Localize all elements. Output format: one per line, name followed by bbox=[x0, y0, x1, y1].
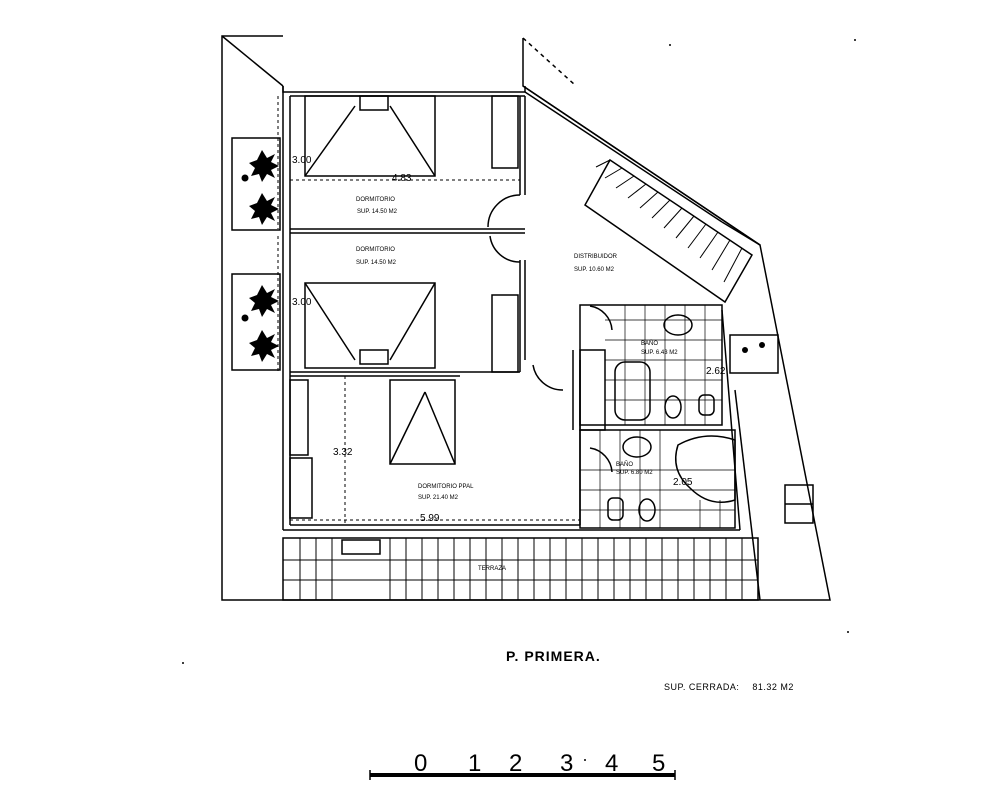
bathtub-1 bbox=[614, 361, 651, 421]
master-bed-fold bbox=[424, 391, 456, 465]
master-bed-fold bbox=[389, 391, 426, 465]
planter-2 bbox=[231, 273, 281, 371]
bed-2 bbox=[304, 282, 436, 369]
wardrobe-3 bbox=[289, 379, 309, 456]
door-bath2 bbox=[589, 447, 613, 473]
room-area: SUP. 6.43 M2 bbox=[641, 350, 678, 356]
scale-tick-label: 0 bbox=[414, 750, 428, 777]
wardrobe-1 bbox=[491, 95, 519, 169]
dimension-label: 3.32 bbox=[333, 447, 353, 458]
shower-1 bbox=[579, 349, 606, 431]
staircase bbox=[584, 158, 753, 304]
master-bed bbox=[389, 379, 456, 465]
bed-1-pillow bbox=[359, 95, 389, 111]
dimension-label: 3.00 bbox=[292, 297, 312, 308]
scan-specks bbox=[182, 39, 856, 761]
planter-1 bbox=[231, 137, 281, 231]
room-area: SUP. 21.40 M2 bbox=[418, 495, 459, 501]
room-name: BAÑO bbox=[616, 461, 633, 468]
scale-tick-label: 4 bbox=[605, 750, 619, 777]
door-bed1 bbox=[487, 194, 521, 228]
room-area: SUP. 10.60 M2 bbox=[574, 267, 615, 273]
bidet-1 bbox=[698, 394, 715, 416]
room-name: DORMITORIO bbox=[356, 247, 395, 253]
dashed-diagonal bbox=[522, 37, 576, 86]
bed-1 bbox=[304, 95, 436, 177]
area-summary-label: SUP. CERRADA: bbox=[664, 682, 740, 692]
wall-east-inner bbox=[721, 221, 761, 246]
toilet-1 bbox=[664, 395, 682, 419]
room-area: SUP. 6.80 M2 bbox=[616, 470, 653, 476]
bed-1-fold bbox=[304, 105, 356, 177]
room-area: SUP. 14.50 M2 bbox=[357, 209, 398, 215]
area-summary: SUP. CERRADA: 81.32 M2 bbox=[664, 682, 804, 692]
wall-east-b bbox=[734, 389, 761, 601]
room-name: DORMITORIO bbox=[356, 197, 395, 203]
room-area: SUP. 14.50 M2 bbox=[356, 260, 397, 266]
desk bbox=[289, 457, 313, 519]
bed-2-pillow bbox=[359, 349, 389, 365]
area-summary-value: 81.32 M2 bbox=[752, 682, 794, 692]
scale-tick-label: 3 bbox=[560, 750, 574, 777]
scale-tick-label: 5 bbox=[652, 750, 666, 777]
room-name: TERRAZA bbox=[478, 566, 506, 572]
wardrobe-2 bbox=[491, 294, 519, 373]
bath-tiles bbox=[580, 305, 735, 528]
dimension-label: 4.83 bbox=[392, 173, 412, 184]
room-name: DORMITORIO PPAL bbox=[418, 484, 474, 490]
bed-1-fold bbox=[389, 105, 436, 177]
dimension-lines bbox=[277, 96, 580, 525]
basin-2 bbox=[622, 436, 652, 458]
terrace bbox=[282, 537, 759, 601]
dimension-label: 2.62 bbox=[706, 366, 726, 377]
bed-2-fold bbox=[389, 282, 436, 361]
frame-diagonal bbox=[221, 35, 284, 87]
terrace-seat bbox=[341, 539, 381, 555]
scale-bar bbox=[369, 770, 676, 780]
room-name: DISTRIBUIDOR bbox=[574, 254, 618, 260]
wall-top bbox=[282, 86, 526, 93]
jacuzzi bbox=[675, 435, 736, 503]
plan-title: P. PRIMERA. bbox=[506, 648, 601, 664]
scale-tick-label: 1 bbox=[468, 750, 482, 777]
door-bath1 bbox=[589, 305, 613, 331]
dimension-label: 3.00 bbox=[292, 155, 312, 166]
door-master bbox=[532, 364, 564, 391]
plant-icons bbox=[241, 150, 765, 362]
wall-diagonal-a bbox=[524, 91, 723, 223]
wall-east-a bbox=[721, 309, 741, 531]
wall-diagonal-b bbox=[522, 85, 761, 246]
room-name: BAÑO bbox=[641, 340, 658, 347]
scale-tick-label: 2 bbox=[509, 750, 523, 777]
dimension-label: 5.99 bbox=[420, 513, 440, 524]
basin-1 bbox=[663, 314, 693, 336]
door-bed2 bbox=[489, 235, 521, 263]
bath2-outline bbox=[579, 429, 736, 529]
terrace-hatch bbox=[283, 538, 758, 600]
dimension-label: 2.05 bbox=[673, 477, 693, 488]
bidet-2 bbox=[607, 497, 624, 521]
planter-3 bbox=[729, 334, 779, 374]
bath1-outline bbox=[579, 304, 723, 426]
bed-2-fold bbox=[304, 282, 356, 361]
